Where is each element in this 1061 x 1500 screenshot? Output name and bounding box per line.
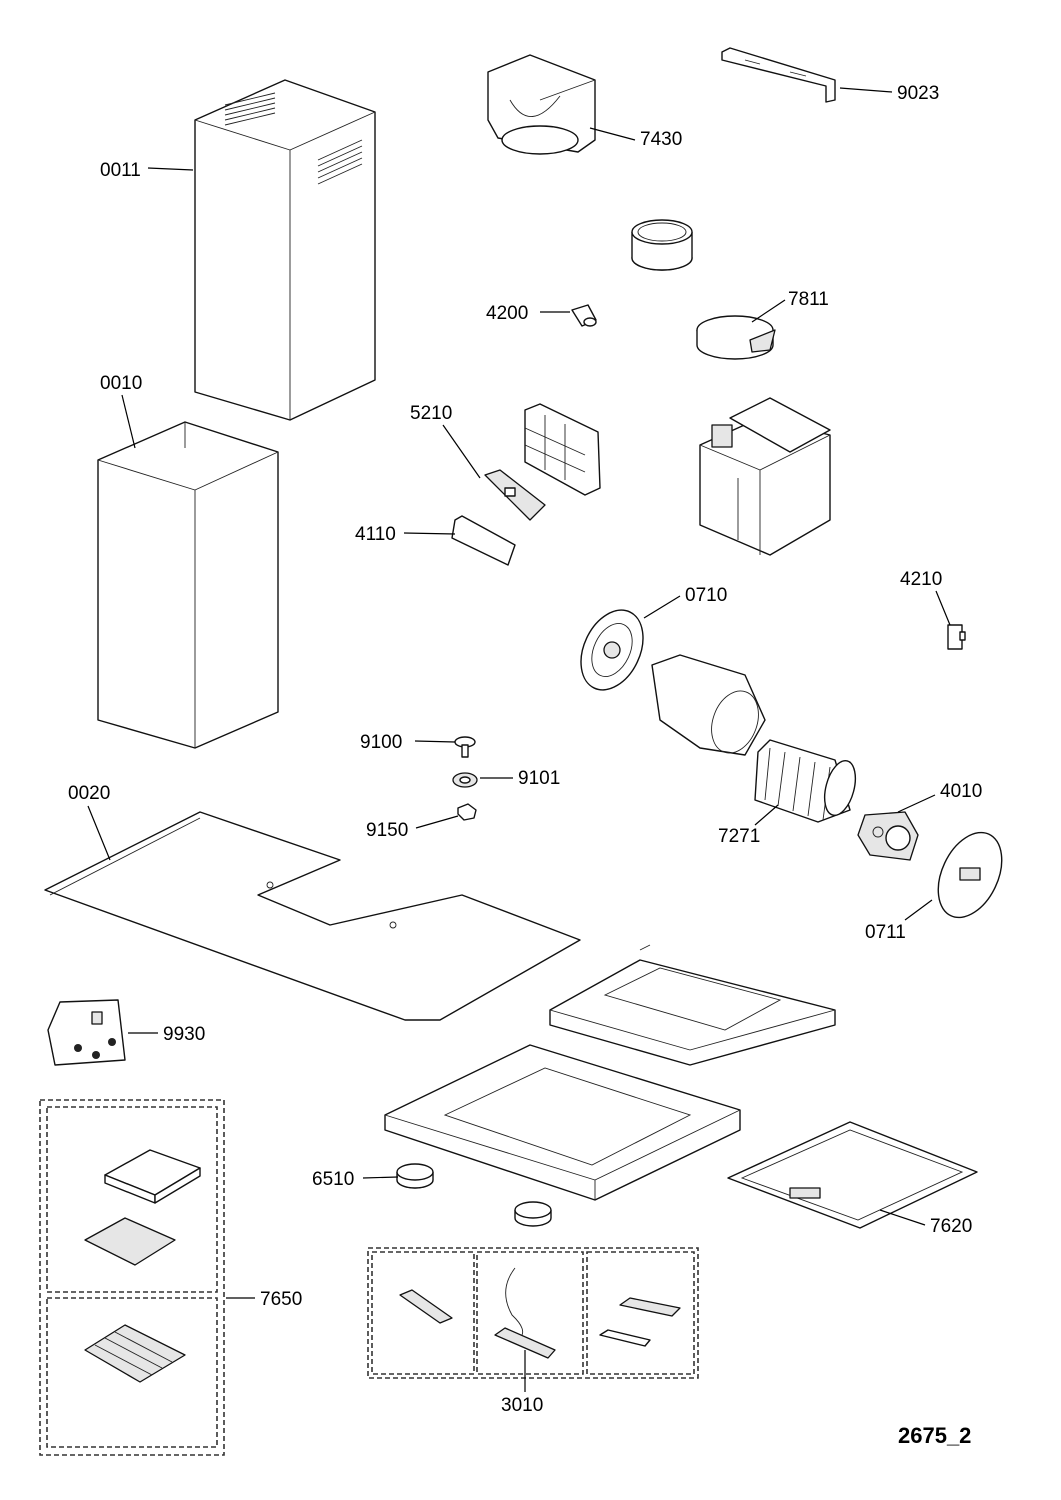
wall-bracket-part xyxy=(721,47,836,103)
switch-part xyxy=(947,624,966,650)
carbon-filter-kit-part xyxy=(39,1099,225,1456)
hood-body-part xyxy=(384,1044,741,1201)
label-9101: 9101 xyxy=(518,768,560,789)
motor-part xyxy=(857,811,919,861)
label-7271: 7271 xyxy=(718,826,760,847)
label-4210: 4210 xyxy=(900,569,942,590)
fan-housing-part xyxy=(699,397,831,556)
label-6510: 6510 xyxy=(312,1169,354,1190)
inlet-cover-front-part xyxy=(580,609,644,691)
control-board-part xyxy=(484,469,546,521)
label-4010: 4010 xyxy=(940,781,982,802)
chimney-upper-part xyxy=(194,79,376,421)
board-holder-part xyxy=(451,515,516,566)
label-0711: 0711 xyxy=(865,922,906,943)
control-assembly-part xyxy=(367,1247,699,1379)
inlet-cover-rear-part xyxy=(937,831,1003,919)
label-9930: 9930 xyxy=(163,1024,205,1045)
screw-part xyxy=(454,736,476,758)
collar-ring-part xyxy=(631,219,693,271)
blower-scroll-part xyxy=(651,654,766,756)
board-cover-grid-part xyxy=(524,403,601,496)
label-7811: 7811 xyxy=(788,289,829,310)
grease-filter-part xyxy=(727,1121,978,1229)
knob-part-left xyxy=(396,1163,434,1189)
label-0710: 0710 xyxy=(685,585,727,606)
impeller-part xyxy=(754,739,857,823)
label-9100: 9100 xyxy=(360,732,402,753)
label-9150: 9150 xyxy=(366,820,408,841)
screw-bag-part xyxy=(47,999,126,1066)
nut-part xyxy=(457,803,477,821)
flange-part xyxy=(696,315,776,360)
label-7430: 7430 xyxy=(640,129,682,150)
diagram-code: 2675_2 xyxy=(898,1423,971,1448)
mounting-template-part xyxy=(44,811,581,1021)
knob-part-right xyxy=(514,1201,552,1227)
part-labels: 0011 0010 0020 9930 7650 7430 9023 4200 … xyxy=(68,83,982,1448)
label-5210: 5210 xyxy=(410,403,452,424)
lamp-part xyxy=(571,304,597,327)
label-7620: 7620 xyxy=(930,1216,972,1237)
label-7650: 7650 xyxy=(260,1289,302,1310)
label-4200: 4200 xyxy=(486,303,528,324)
mounting-frame-part xyxy=(549,944,836,1066)
leader-lines xyxy=(87,87,951,1392)
chimney-lower-part xyxy=(97,421,279,749)
label-4110: 4110 xyxy=(355,524,396,545)
label-0020: 0020 xyxy=(68,783,110,804)
label-3010: 3010 xyxy=(501,1395,543,1416)
air-outlet-part xyxy=(487,54,596,155)
label-0010: 0010 xyxy=(100,373,142,394)
label-9023: 9023 xyxy=(897,83,939,104)
washer-part xyxy=(452,772,478,788)
label-0011: 0011 xyxy=(100,160,141,181)
